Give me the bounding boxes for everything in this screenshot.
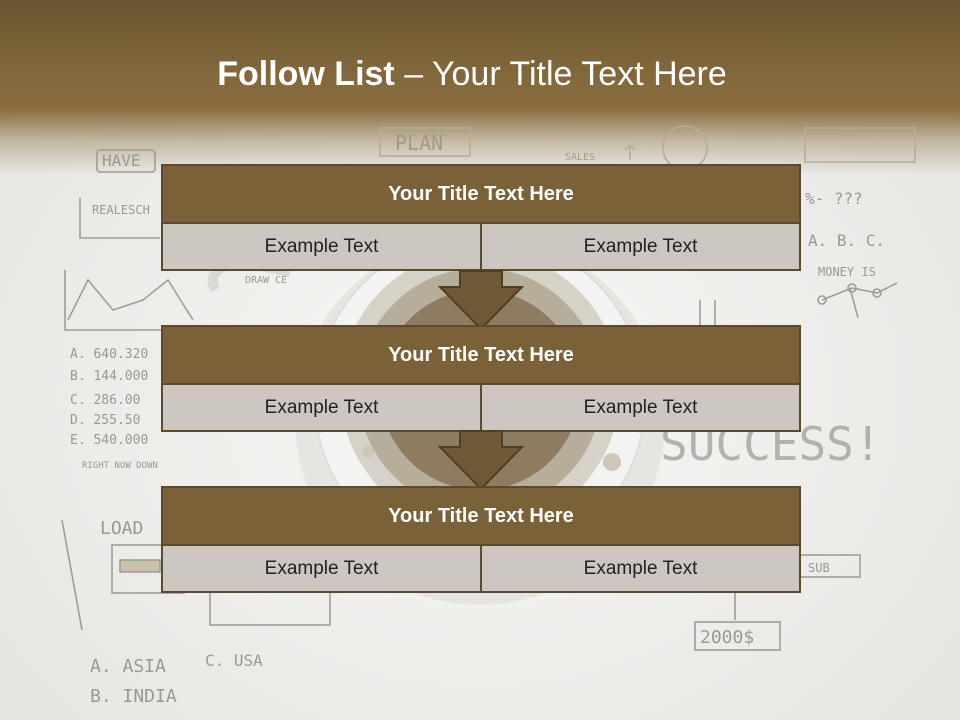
block-3-title: Your Title Text Here xyxy=(163,488,799,544)
block-1-cell-right: Example Text xyxy=(482,224,799,269)
down-arrow-2-icon xyxy=(438,430,524,491)
header-band xyxy=(0,0,960,175)
svg-text:RIGHT NOW DOWN: RIGHT NOW DOWN xyxy=(82,461,158,471)
svg-text:PLAN: PLAN xyxy=(395,131,443,155)
slide-title-bold: Follow List xyxy=(217,55,395,93)
block-3-cell-left: Example Text xyxy=(163,546,480,591)
list-block-3: Your Title Text Here Example Text Exampl… xyxy=(161,486,801,593)
block-2-title: Your Title Text Here xyxy=(163,327,799,383)
svg-text:E. 540.000: E. 540.000 xyxy=(70,433,148,448)
svg-text:B. 144.000: B. 144.000 xyxy=(70,369,148,384)
slide-title-rest: – Your Title Text Here xyxy=(394,55,727,93)
svg-text:A. ASIA: A. ASIA xyxy=(90,656,166,677)
slide-title: Follow List – Your Title Text Here xyxy=(0,55,944,94)
svg-text:REALESCH: REALESCH xyxy=(92,203,150,217)
sketch-left: HAVE REALESCH A. 640.320 B. 144.000 C. 2… xyxy=(61,149,331,707)
svg-text:A. B. C.: A. B. C. xyxy=(808,231,885,250)
block-1-cell-left: Example Text xyxy=(163,224,480,269)
svg-text:DRAW CE: DRAW CE xyxy=(245,275,287,286)
svg-text:%- ???: %- ??? xyxy=(805,189,863,208)
block-2-cell-right: Example Text xyxy=(482,385,799,430)
svg-text:MONEY IS: MONEY IS xyxy=(818,265,876,279)
block-2-cell-left: Example Text xyxy=(163,385,480,430)
list-block-2: Your Title Text Here Example Text Exampl… xyxy=(161,325,801,432)
svg-text:SALES: SALES xyxy=(565,152,595,163)
list-block-1: Your Title Text Here Example Text Exampl… xyxy=(161,164,801,271)
svg-text:LOAD: LOAD xyxy=(100,518,143,539)
svg-text:HAVE: HAVE xyxy=(102,151,141,170)
svg-text:C. USA: C. USA xyxy=(205,651,263,670)
svg-text:C. 286.00: C. 286.00 xyxy=(70,393,140,408)
svg-text:SUB: SUB xyxy=(808,561,830,575)
svg-text:B. INDIA: B. INDIA xyxy=(90,686,177,707)
sketch-top: PLAN SALES xyxy=(379,125,916,171)
block-1-title: Your Title Text Here xyxy=(163,166,799,222)
svg-text:D. 255.50: D. 255.50 xyxy=(70,413,140,428)
block-3-cell-right: Example Text xyxy=(482,546,799,591)
svg-text:2000$: 2000$ xyxy=(700,627,754,648)
svg-text:A. 640.320: A. 640.320 xyxy=(70,347,148,362)
down-arrow-1-icon xyxy=(438,270,524,331)
